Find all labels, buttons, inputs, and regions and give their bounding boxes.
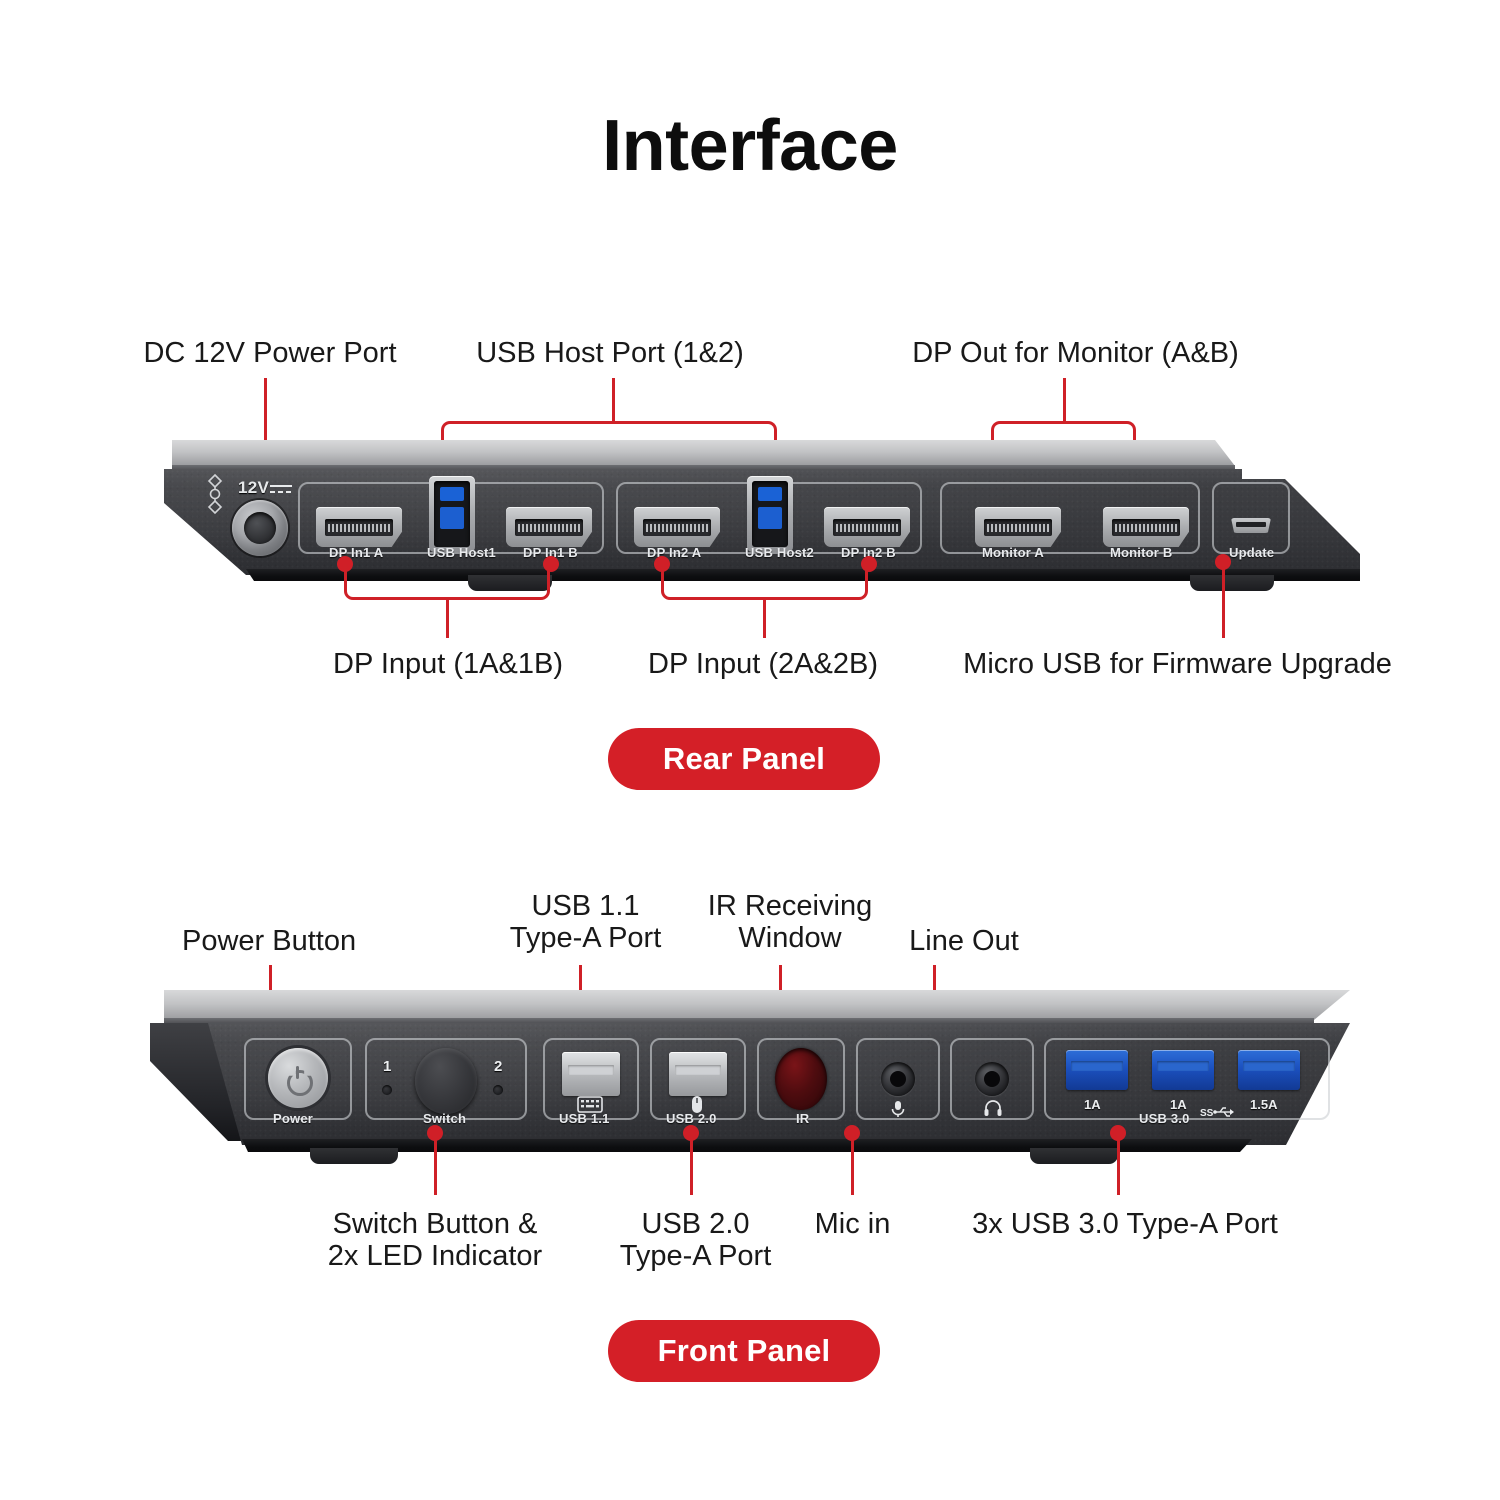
microphone-icon [891,1101,905,1117]
port-usb-3-0-1[interactable] [1066,1050,1128,1090]
port-usb-host2[interactable] [747,476,793,552]
port-label-update: Update [1224,545,1279,560]
ir-receiving-window [775,1048,827,1110]
front-foot-right [1030,1148,1118,1164]
page-title: Interface [602,106,898,186]
led-number-1: 1 [383,1058,392,1075]
port-usb-3-0-3[interactable] [1238,1050,1300,1090]
port-dp-in1a[interactable] [316,507,402,547]
callout-switch-button: Switch Button & 2x LED Indicator [327,1208,543,1273]
rear-panel-badge: Rear Panel [608,728,880,790]
port-label-monitor-b: Monitor B [1105,545,1177,560]
port-label-monitor-a: Monitor A [977,545,1049,560]
leader-dp-out-stem [1063,378,1066,423]
dc-symbol-solid [270,485,292,487]
port-label-dp-in1b: DP In1 B [518,545,583,560]
led-indicator-1 [382,1085,392,1095]
callout-power-button: Power Button [182,925,357,957]
dc-power-jack[interactable] [232,500,288,556]
usb3-current-3: 1.5A [1250,1097,1278,1112]
leader-mic-in-stem [851,1133,854,1195]
leader-dp-input2-bracket [661,564,868,600]
rear-foot-left [468,575,552,591]
rear-top-deck [172,440,1235,466]
port-monitor-a[interactable] [975,507,1061,547]
callout-ir-window: IR Receiving Window [707,890,873,955]
port-line-out[interactable] [975,1062,1009,1096]
front-top-deck [164,990,1350,1020]
callout-dp-input-2: DP Input (2A&2B) [648,648,878,680]
power-button[interactable] [268,1048,328,1108]
front-top-shadow [164,1018,1314,1025]
rear-top-shadow [172,465,1235,472]
front-bottom-lip [242,1139,1252,1152]
mouse-icon [692,1096,702,1113]
svg-text:SS: SS [1200,1108,1214,1119]
port-label-usb-2-0: USB 2.0 [661,1111,722,1126]
callout-dp-input-1: DP Input (1A&1B) [333,648,563,680]
callout-dp-out: DP Out for Monitor (A&B) [912,337,1239,369]
callout-mic-in: Mic in [814,1208,891,1240]
port-label-dp-in1a: DP In1 A [324,545,388,560]
front-foot-left [310,1148,398,1164]
port-label-usb-1-1: USB 1.1 [554,1111,615,1126]
port-usb-1-1[interactable] [562,1052,620,1096]
leader-switch-stem [434,1133,437,1195]
rear-port-group-3 [940,482,1200,554]
callout-micro-usb: Micro USB for Firmware Upgrade [963,648,1392,680]
leader-dp-input2-stem [763,598,766,638]
front-panel-device: Power 1 2 Switch USB 1.1 USB 2. [150,990,1350,1164]
polarity-icon [207,473,223,515]
dc-symbol-dashed [270,491,292,493]
port-usb-3-0-2[interactable] [1152,1050,1214,1090]
port-label-usb-host1: USB Host1 [422,545,501,560]
port-dp-in2b[interactable] [824,507,910,547]
rear-foot-right [1190,575,1274,591]
port-dp-in2a[interactable] [634,507,720,547]
port-dp-in1b[interactable] [506,507,592,547]
callout-usb11: USB 1.1 Type-A Port [509,890,662,955]
led-number-2: 2 [494,1058,503,1075]
front-panel-badge: Front Panel [608,1320,880,1382]
front-group-mic [856,1038,940,1120]
leader-dc-power [264,378,267,468]
callout-dc-power: DC 12V Power Port [143,337,397,369]
dc-voltage-label: 12V [238,478,270,497]
power-button-label: Power [268,1111,318,1126]
port-label-usb-host2: USB Host2 [740,545,819,560]
headphone-icon [984,1100,1002,1116]
callout-usb-host: USB Host Port (1&2) [476,337,744,369]
port-label-dp-in2a: DP In2 A [642,545,706,560]
port-label-ir: IR [791,1111,814,1126]
port-label-dp-in2b: DP In2 B [836,545,901,560]
port-mic-in[interactable] [881,1062,915,1096]
led-indicator-2 [493,1085,503,1095]
leader-dp-input1-bracket [344,564,550,600]
callout-usb20: USB 2.0 Type-A Port [619,1208,772,1273]
callout-usb30: 3x USB 3.0 Type-A Port [972,1208,1278,1240]
port-monitor-b[interactable] [1103,507,1189,547]
leader-update-stem [1222,562,1225,638]
front-group-line-out [950,1038,1034,1120]
leader-dp-input1-stem [446,598,449,638]
leader-usb20-stem [690,1133,693,1195]
port-usb-host1[interactable] [429,476,475,552]
port-micro-usb-update[interactable] [1231,518,1271,533]
usb-superspeed-icon: SS [1200,1107,1234,1119]
switch-button[interactable] [415,1048,477,1114]
usb3-current-2: 1A [1170,1097,1187,1112]
leader-usb30-stem [1117,1133,1120,1195]
switch-button-label: Switch [418,1111,471,1126]
leader-usb-host-stem [612,378,615,423]
usb3-group-label: USB 3.0 [1134,1111,1195,1126]
callout-line-out: Line Out [909,925,1019,957]
rear-panel-device: 12V DP In1 A USB Host1 DP In1 B DP In2 [150,440,1360,591]
port-usb-2-0[interactable] [669,1052,727,1096]
usb3-current-1: 1A [1084,1097,1101,1112]
